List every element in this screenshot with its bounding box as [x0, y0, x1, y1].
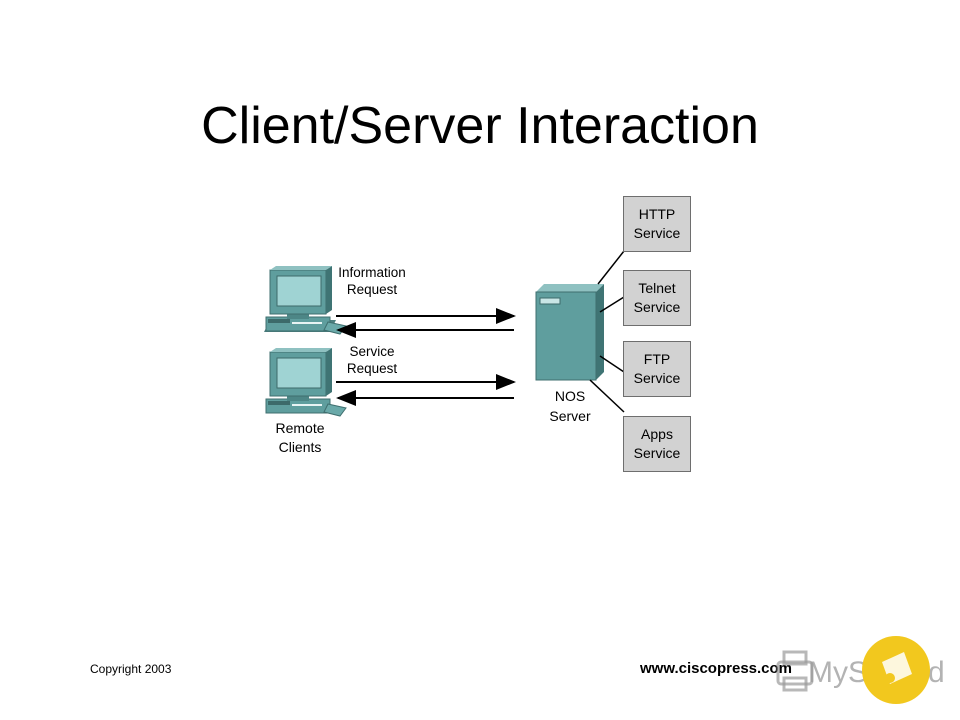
information-request-label: Information Request	[338, 265, 406, 297]
printer-icon	[776, 650, 814, 692]
slide-title: Client/Server Interaction	[201, 97, 759, 155]
copyright-text: Copyright 2003	[90, 662, 172, 676]
client-computer-icon	[265, 348, 347, 417]
service-connector-lines	[589, 250, 625, 413]
watermark-logo-icon	[862, 636, 930, 704]
source-url: www.ciscopress.com	[640, 660, 793, 677]
service-request-label: Service Request	[346, 344, 398, 376]
remote-clients-label: Remote Clients	[275, 420, 325, 455]
nos-server-label: NOS Server	[549, 388, 591, 424]
server-icon	[535, 284, 604, 381]
